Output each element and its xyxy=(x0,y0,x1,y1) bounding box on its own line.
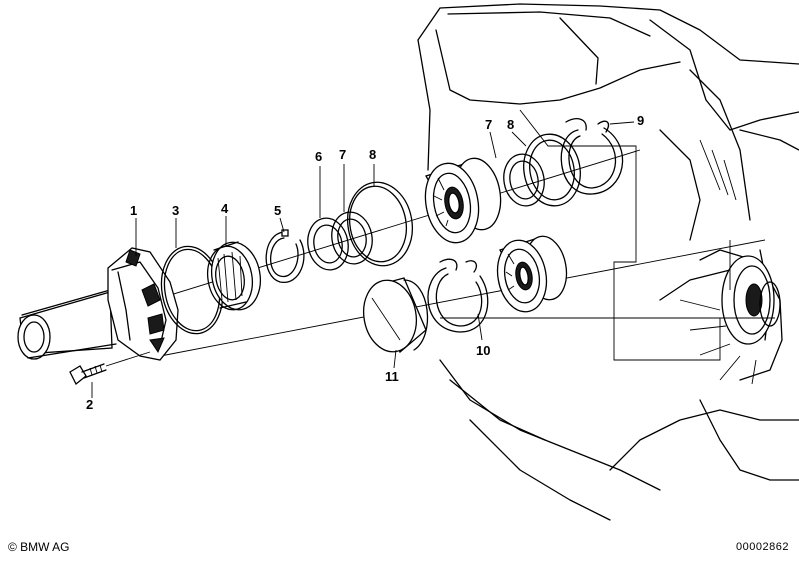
callout-5: 5 xyxy=(274,203,282,218)
callout-2: 2 xyxy=(86,397,94,412)
callout-7-right: 7 xyxy=(485,117,493,132)
callout-6: 6 xyxy=(315,149,323,164)
callout-8-left: 8 xyxy=(369,147,377,162)
part-8-left-washer xyxy=(347,181,413,267)
document-number: 00002862 xyxy=(736,541,789,553)
callout-3: 3 xyxy=(172,203,180,218)
leader-lines xyxy=(91,121,635,398)
callout-7-left: 7 xyxy=(339,147,347,162)
part-1-output-housing xyxy=(17,247,179,361)
copyright-label: © BMW AG xyxy=(8,540,70,554)
part-6-shim-washer xyxy=(307,217,349,271)
part-10-snap-ring xyxy=(427,258,489,333)
callout-10: 10 xyxy=(476,343,491,358)
callout-8-right: 8 xyxy=(507,117,515,132)
callout-4: 4 xyxy=(221,201,229,216)
part-8-right-washer xyxy=(523,133,581,207)
part-11-cover-cap xyxy=(362,277,429,354)
callout-1: 1 xyxy=(130,203,138,218)
part-7-right-ring xyxy=(503,153,545,207)
ball-bearing-upper xyxy=(424,157,502,244)
part-9-snap-ring xyxy=(560,118,624,195)
callout-11: 11 xyxy=(385,369,399,384)
part-5-circlip xyxy=(265,229,305,283)
ball-bearing-lower xyxy=(496,235,568,313)
callout-9: 9 xyxy=(637,113,645,128)
transmission-housing xyxy=(417,3,799,521)
part-4-roller-bearing xyxy=(206,241,262,311)
part-2-bolt xyxy=(69,351,151,386)
